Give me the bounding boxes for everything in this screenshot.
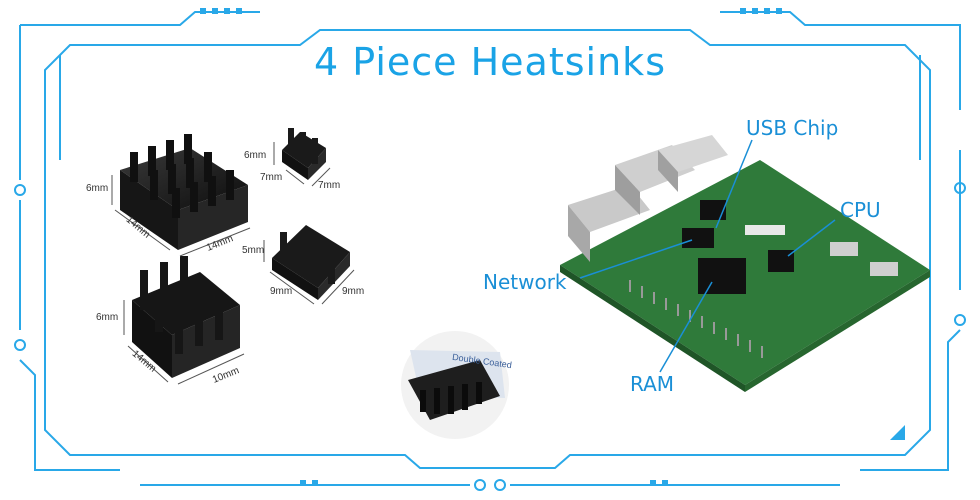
- dim-large-bottom-height: 6mm: [96, 312, 119, 323]
- heatsink-large-bottom: [132, 256, 240, 378]
- callout-cpu: CPU: [840, 198, 881, 222]
- heatsink-small: [282, 128, 326, 180]
- page-title: 4 Piece Heatsinks: [313, 40, 666, 84]
- heatsink-medium: [272, 225, 350, 300]
- raspberry-pi-board: [560, 135, 930, 392]
- dim-large-top-height: 6mm: [86, 183, 109, 194]
- callout-network: Network: [483, 270, 567, 294]
- dim-small-height: 6mm: [244, 150, 267, 161]
- callout-ram: RAM: [630, 372, 675, 396]
- dim-medium-height: 5mm: [242, 245, 265, 256]
- dim-small-depth: 7mm: [260, 172, 283, 183]
- heatsink-large-top: [120, 134, 248, 250]
- dim-medium-depth: 9mm: [270, 286, 293, 297]
- callout-usb-chip: USB Chip: [746, 116, 839, 140]
- dim-medium-width: 9mm: [342, 286, 365, 297]
- dim-small-width: 7mm: [318, 180, 341, 191]
- heatsink-tape-photo: [401, 331, 509, 439]
